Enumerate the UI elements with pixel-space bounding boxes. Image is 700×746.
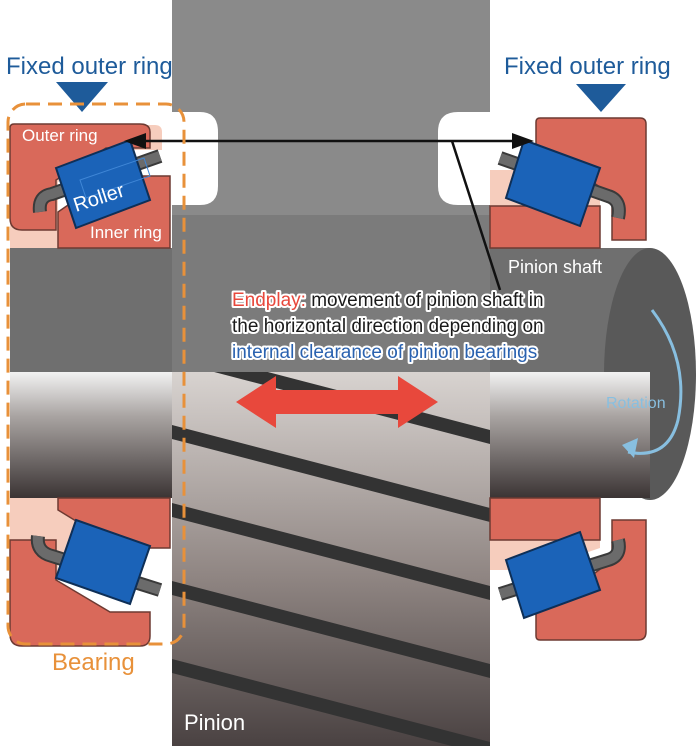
- bearing-right-top: [489, 117, 647, 249]
- clearance-arrow-left-icon: [124, 133, 146, 149]
- shaft-right-lower: [490, 372, 650, 498]
- endplay-line1: movement of pinion shaft in: [306, 290, 544, 311]
- label-inner-ring: Inner ring: [90, 223, 162, 242]
- rotation-arrow-icon: [622, 438, 638, 458]
- label-bearing: Bearing: [52, 649, 135, 676]
- right-arrow-down-icon: [576, 84, 626, 112]
- right-notch: [438, 112, 490, 205]
- endplay-line3: internal clearance of pinion bearings: [232, 342, 537, 363]
- bearing-left-top: [9, 123, 171, 249]
- endplay-line2: the horizontal direction depending on: [232, 316, 544, 337]
- rotation-arc: [627, 309, 683, 455]
- bearing-right-bottom: [489, 497, 647, 641]
- endplay-arrow-icon: [236, 376, 438, 428]
- shaft-left-lower: [10, 372, 172, 498]
- label-fixed-outer-ring-left: Fixed outer ring: [6, 53, 173, 80]
- label-fixed-outer-ring-right: Fixed outer ring: [504, 53, 671, 80]
- pinion-gear: [172, 372, 490, 746]
- label-outer-ring: Outer ring: [22, 126, 98, 145]
- pinion-upper-top: [172, 0, 490, 215]
- endplay-text: Endplay: movement of pinion shaft in the…: [230, 288, 546, 365]
- endplay-term: Endplay:: [232, 290, 306, 311]
- label-rotation: Rotation: [606, 395, 666, 412]
- label-pinion-shaft: Pinion shaft: [508, 257, 602, 277]
- svg-text:Endplay: movement of pinion sh: Endplay: movement of pinion shaft in: [232, 290, 544, 311]
- left-notch: [172, 112, 218, 205]
- bearing-dashed-box: [6, 102, 186, 646]
- bearing-left-bottom: [9, 497, 171, 647]
- clearance-arrow-right-icon: [512, 133, 534, 149]
- shaft-left-upper: [10, 248, 172, 372]
- left-arrow-down-icon: [56, 82, 108, 112]
- label-pinion: Pinion: [184, 710, 245, 735]
- leader-line: [450, 140, 502, 291]
